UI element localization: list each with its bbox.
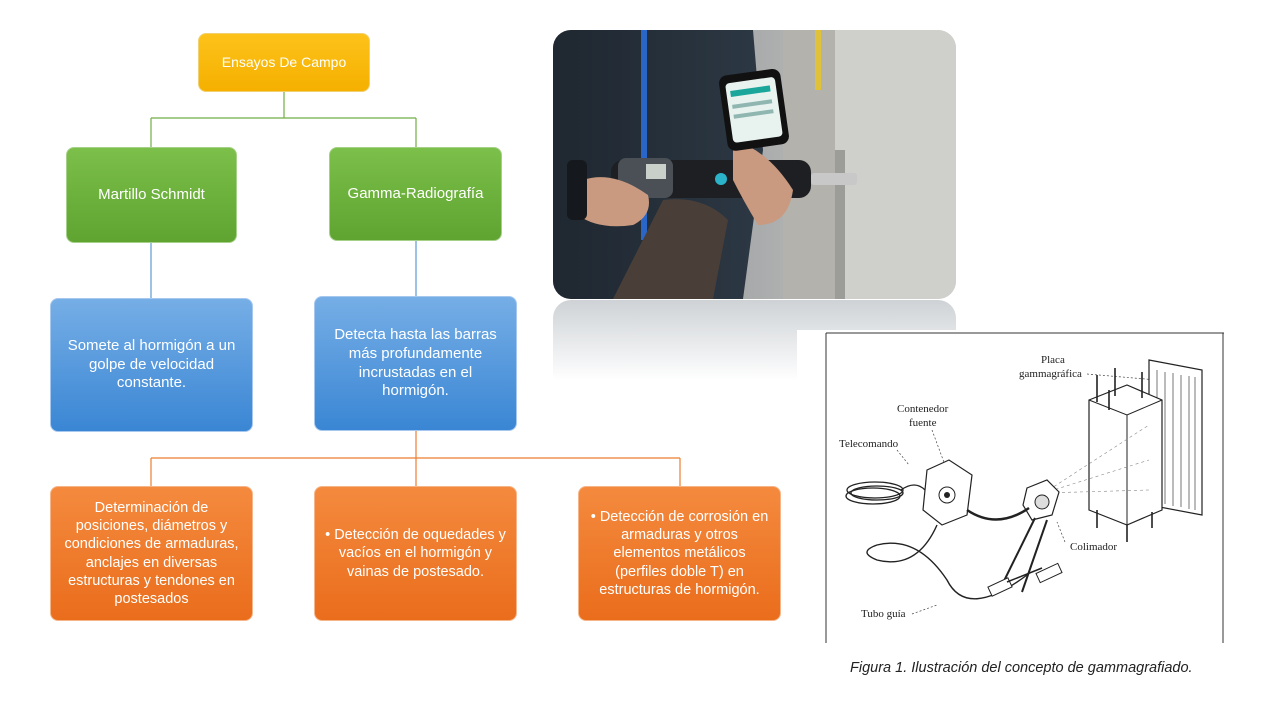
node-label: Gamma-Radiografía (347, 184, 484, 202)
label-contenedor: Contenedor (897, 403, 949, 415)
label-contenedor-2: fuente (909, 417, 937, 429)
node-description-schmidt: Somete al hormigón a un golpe de velocid… (50, 298, 253, 432)
schmidt-hammer-photo (553, 30, 956, 299)
node-application-2: • Detección de oquedades y vacíos en el … (314, 486, 517, 621)
label-telecomando: Telecomando (839, 438, 899, 450)
label-placa: Placa (1041, 354, 1065, 366)
node-application-1: Determinación de posiciones, diámetros y… (50, 486, 253, 621)
node-gamma-radiografia: Gamma-Radiografía (329, 147, 502, 241)
label-colimador: Colimador (1070, 541, 1117, 553)
label-placa-2: gammagráfica (1019, 368, 1082, 380)
node-label: • Detección de oquedades y vacíos en el … (325, 527, 506, 580)
root-node-label: Ensayos De Campo (221, 53, 347, 70)
node-label: Somete al hormigón a un golpe de velocid… (67, 336, 236, 392)
node-application-3: • Detección de corrosión en armaduras y … (578, 486, 781, 621)
node-label: Determinación de posiciones, diámetros y… (64, 500, 239, 607)
diagram-connectors (150, 92, 681, 486)
node-label: Detecta hasta las barras más profundamen… (334, 326, 497, 400)
gammagraphy-illustration: Placa gammagráfica Contenedor fuente Tel… (797, 330, 1224, 645)
node-description-gamma: Detecta hasta las barras más profundamen… (314, 296, 517, 431)
node-martillo-schmidt: Martillo Schmidt (66, 147, 237, 243)
node-label: • Detección de corrosión en armaduras y … (590, 509, 769, 598)
node-label: Martillo Schmidt (98, 185, 205, 203)
figure-caption: Figura 1. Ilustración del concepto de ga… (850, 660, 1193, 676)
root-node-ensayos-de-campo: Ensayos De Campo (198, 33, 370, 92)
label-tubo-guia: Tubo guía (861, 608, 906, 620)
